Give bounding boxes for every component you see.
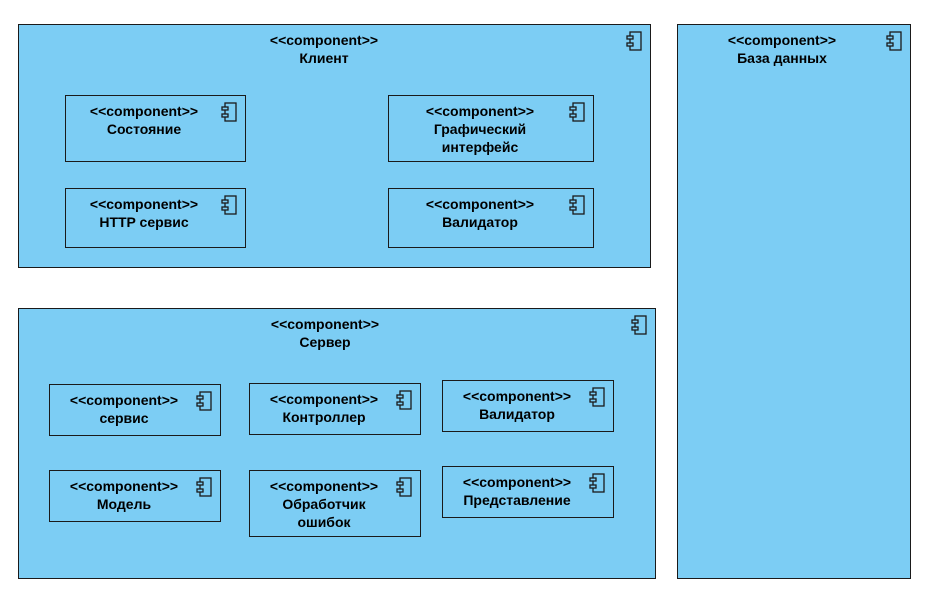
uml-component-icon	[196, 477, 212, 497]
stereotype-label: <<component>>	[69, 392, 179, 408]
component-name-line2: интерфейс	[441, 139, 519, 155]
model-component[interactable]: <<component>> Модель	[49, 470, 221, 522]
stereotype-label: <<component>>	[425, 196, 535, 212]
component-name: Представление	[463, 492, 571, 508]
uml-component-icon	[196, 391, 212, 411]
stereotype-label: <<component>>	[462, 474, 572, 490]
client-title: Клиент	[299, 50, 349, 66]
uml-component-icon	[569, 195, 585, 215]
uml-component-icon	[221, 102, 237, 122]
stereotype-label: <<component>>	[727, 32, 837, 48]
component-name-line1: Графический	[433, 121, 527, 137]
server-component[interactable]: <<component>> Сервер <<component>> серви…	[18, 308, 656, 579]
component-name: сервис	[99, 410, 149, 426]
component-name-line2: ошибок	[297, 514, 351, 530]
state-component[interactable]: <<component>> Состояние	[65, 95, 246, 162]
component-name: Валидатор	[479, 406, 555, 422]
error-handler-component[interactable]: <<component>> Обработчик ошибок	[249, 470, 421, 537]
server-title: Сервер	[299, 334, 351, 350]
database-component[interactable]: <<component>> База данных	[677, 24, 911, 579]
controller-component[interactable]: <<component>> Контроллер	[249, 383, 421, 435]
component-name: Контроллер	[282, 409, 366, 425]
uml-component-icon	[589, 387, 605, 407]
service-component[interactable]: <<component>> сервис	[49, 384, 221, 436]
client-component[interactable]: <<component>> Клиент <<component>> Состо…	[18, 24, 651, 268]
component-name: Состояние	[106, 121, 182, 137]
stereotype-label: <<component>>	[89, 196, 199, 212]
uml-component-icon	[569, 102, 585, 122]
view-component[interactable]: <<component>> Представление	[442, 466, 614, 518]
stereotype-label: <<component>>	[269, 391, 379, 407]
component-name-line1: Обработчик	[282, 496, 366, 512]
uml-component-icon	[589, 473, 605, 493]
component-name: Модель	[96, 496, 152, 512]
component-name: HTTP сервис	[99, 214, 189, 230]
uml-component-icon	[886, 31, 902, 51]
uml-component-icon	[396, 390, 412, 410]
component-name: Валидатор	[442, 214, 518, 230]
gui-component[interactable]: <<component>> Графический интерфейс	[388, 95, 594, 162]
uml-component-icon	[221, 195, 237, 215]
stereotype-label: <<component>>	[269, 32, 379, 48]
client-validator-component[interactable]: <<component>> Валидатор	[388, 188, 594, 248]
stereotype-label: <<component>>	[89, 103, 199, 119]
http-service-component[interactable]: <<component>> HTTP сервис	[65, 188, 246, 248]
uml-component-icon	[626, 31, 642, 51]
uml-component-icon	[631, 315, 647, 335]
uml-component-icon	[396, 477, 412, 497]
stereotype-label: <<component>>	[270, 316, 380, 332]
stereotype-label: <<component>>	[425, 103, 535, 119]
database-title: База данных	[737, 50, 827, 66]
stereotype-label: <<component>>	[462, 388, 572, 404]
server-validator-component[interactable]: <<component>> Валидатор	[442, 380, 614, 432]
stereotype-label: <<component>>	[69, 478, 179, 494]
stereotype-label: <<component>>	[269, 478, 379, 494]
